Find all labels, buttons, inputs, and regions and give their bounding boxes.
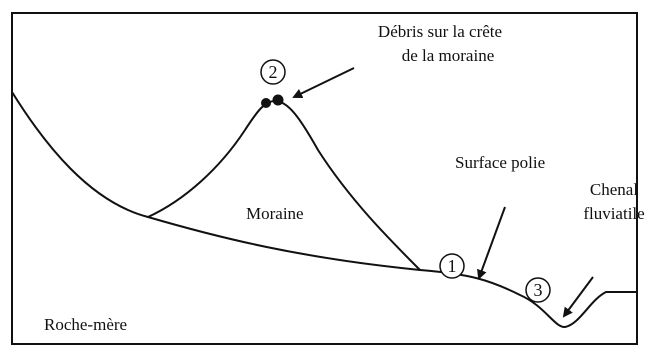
chenal-label-line1: Chenal bbox=[590, 180, 638, 199]
roche-mere-label: Roche-mère bbox=[44, 315, 127, 334]
marker-2-label: 2 bbox=[269, 62, 278, 82]
moraine-label: Moraine bbox=[246, 204, 304, 223]
marker-3-label: 3 bbox=[534, 280, 543, 300]
marker-3: 3 bbox=[526, 278, 550, 302]
surface-polie-label: Surface polie bbox=[455, 153, 545, 172]
debris-label-line2: de la moraine bbox=[402, 46, 495, 65]
moraine-outline bbox=[148, 101, 420, 270]
chenal-arrow bbox=[564, 277, 593, 316]
marker-1-label: 1 bbox=[448, 256, 457, 276]
debris-label-line1: Débris sur la crête bbox=[378, 22, 502, 41]
marker-2: 2 bbox=[261, 60, 285, 84]
chenal-label-line2: fluviatile bbox=[583, 204, 644, 223]
marker-1: 1 bbox=[440, 254, 464, 278]
surface-polie-arrow bbox=[479, 207, 505, 278]
debris-arrow bbox=[294, 68, 354, 97]
